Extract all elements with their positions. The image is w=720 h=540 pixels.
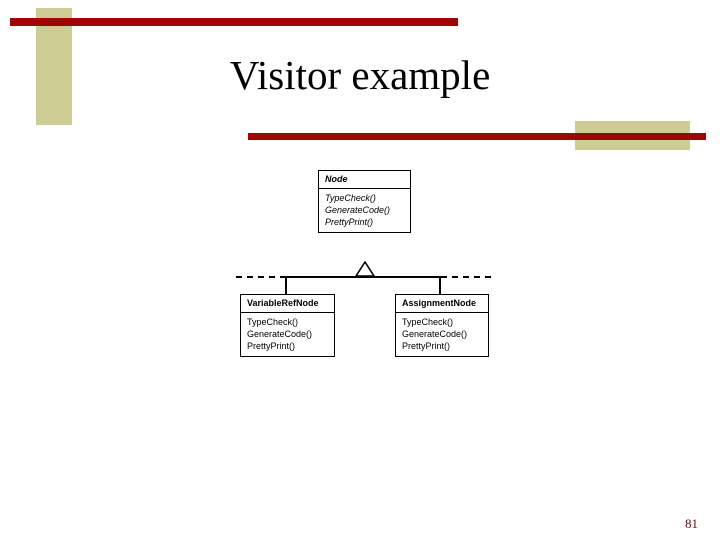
uml-class-name: VariableRefNode — [241, 295, 334, 313]
uml-class-name: AssignmentNode — [396, 295, 488, 313]
uml-class-variable-ref-node: VariableRefNode TypeCheck() GenerateCode… — [240, 294, 335, 357]
connector-horizontal-line — [286, 276, 441, 278]
decoration-red-bar-top — [10, 18, 458, 26]
uml-class-node: Node TypeCheck() GenerateCode() PrettyPr… — [318, 170, 411, 233]
uml-operation: TypeCheck() — [247, 317, 299, 327]
page-number: 81 — [685, 516, 698, 531]
connector-drop-line-left — [285, 276, 287, 295]
page-title: Visitor example — [229, 52, 491, 98]
uml-operations-list: TypeCheck() GenerateCode() PrettyPrint() — [241, 313, 334, 356]
generalization-arrowhead-icon — [355, 261, 375, 277]
uml-operation: TypeCheck() — [402, 317, 454, 327]
uml-operation: PrettyPrint() — [402, 341, 451, 351]
uml-operations-list: TypeCheck() GenerateCode() PrettyPrint() — [319, 189, 410, 232]
uml-operation: PrettyPrint() — [247, 341, 296, 351]
decoration-red-bar-bottom — [248, 133, 706, 140]
uml-operation: GenerateCode() — [247, 329, 313, 339]
uml-class-name: Node — [319, 171, 410, 189]
uml-operation: GenerateCode() — [325, 205, 391, 215]
connector-dashed-left — [236, 276, 286, 278]
uml-class-assignment-node: AssignmentNode TypeCheck() GenerateCode(… — [395, 294, 489, 357]
uml-operation: PrettyPrint() — [325, 217, 374, 227]
connector-drop-line-right — [439, 276, 441, 295]
uml-operations-list: TypeCheck() GenerateCode() PrettyPrint() — [396, 313, 488, 356]
uml-operation: TypeCheck() — [325, 193, 376, 203]
connector-dashed-right — [441, 276, 491, 278]
uml-operation: GenerateCode() — [402, 329, 468, 339]
decoration-khaki-bar-left — [36, 8, 72, 125]
